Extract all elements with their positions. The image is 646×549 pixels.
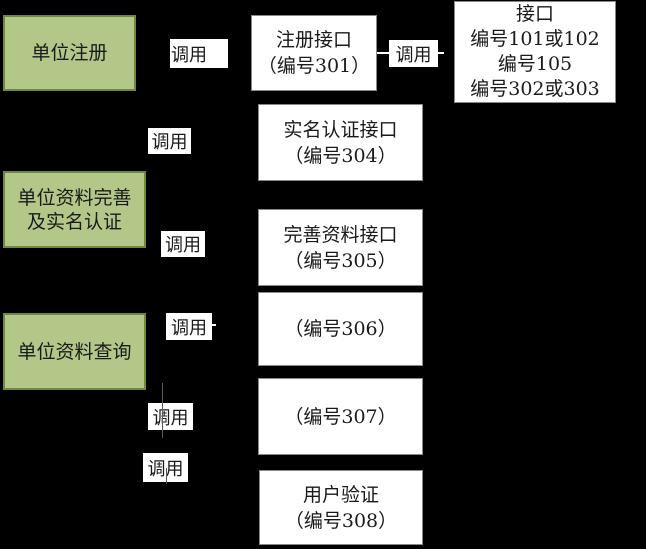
connector-line xyxy=(211,324,216,326)
node-text-line: （编号301） xyxy=(257,55,371,77)
node-text-line: （编号305） xyxy=(284,249,397,272)
connector-vline xyxy=(162,383,163,438)
node-text-line: 用户验证 xyxy=(302,483,379,506)
node-api-306: （编号306） xyxy=(258,292,423,366)
node-unit-profile-completion-realname-auth: 单位资料完善 及实名认证 xyxy=(3,171,146,248)
node-unit-profile-query: 单位资料查询 xyxy=(3,313,146,390)
connector-vline xyxy=(166,468,167,484)
node-api-307: （编号307） xyxy=(258,378,423,455)
node-text-line: 编号101或102 xyxy=(470,28,600,50)
node-unit-registration: 单位注册 xyxy=(3,15,136,91)
node-realname-auth-api-304: 实名认证接口 （编号304） xyxy=(258,104,423,181)
call-label-5: 调用 xyxy=(166,313,212,340)
node-text-line: 实名认证接口 xyxy=(283,118,398,141)
node-text-line: 单位注册 xyxy=(31,42,108,64)
node-complete-profile-api-305: 完善资料接口 （编号305） xyxy=(258,209,423,286)
connector-line xyxy=(377,52,390,54)
node-text-line: 单位资料查询 xyxy=(17,340,132,363)
node-text-line: 注册接口 xyxy=(275,29,352,51)
node-text-line: 单位资料完善 xyxy=(17,186,132,209)
node-text-line: 及实名认证 xyxy=(26,210,122,233)
node-text-line: （编号307） xyxy=(284,405,397,428)
node-text-line: 接口 xyxy=(515,3,554,25)
call-label-2: 调用 xyxy=(389,40,438,67)
node-user-verify-api-308: 用户验证 （编号308） xyxy=(259,470,423,545)
node-api-group-101-102-105-302-303: 接口 编号101或102 编号105 编号302或303 xyxy=(454,1,616,103)
node-text-line: 编号105 xyxy=(497,53,573,75)
node-text-line: （编号306） xyxy=(284,318,397,340)
node-text-line: 编号302或303 xyxy=(470,78,600,100)
node-text-line: （编号308） xyxy=(284,509,398,532)
node-text-line: 完善资料接口 xyxy=(283,223,398,246)
call-label-1: 调用 xyxy=(170,39,228,68)
call-label-6: 调用 xyxy=(148,403,193,430)
node-text-line: （编号304） xyxy=(284,144,397,167)
call-label-3: 调用 xyxy=(148,128,191,154)
call-label-7: 调用 xyxy=(143,453,188,482)
node-register-api-301: 注册接口 （编号301） xyxy=(251,15,377,91)
call-label-4: 调用 xyxy=(161,231,205,257)
connector-line xyxy=(438,52,444,54)
